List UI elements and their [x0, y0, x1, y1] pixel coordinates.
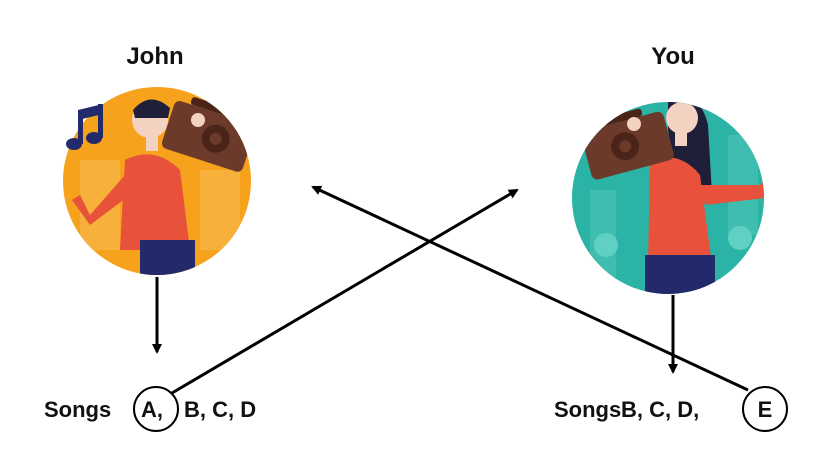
- highlight-circle-a: [133, 386, 179, 432]
- songs-rest-you: B, C, D,: [621, 397, 699, 422]
- songs-rest-john: B, C, D: [184, 397, 256, 422]
- songs-prefix-john: Songs: [44, 397, 111, 422]
- arrow-song-a-to-you: [171, 188, 519, 395]
- songs-you: Songs B, C, D, E: [554, 386, 788, 432]
- avatar-you: [572, 102, 764, 294]
- person-name-john: John: [126, 43, 183, 70]
- songs-john: Songs A, B, C, D: [44, 386, 256, 432]
- songs-prefix-you: Songs: [554, 397, 621, 422]
- music-note-icon: [66, 104, 103, 150]
- person-name-you: You: [651, 43, 695, 70]
- arrow-song-e-to-john: [311, 185, 749, 392]
- song-highlight-john: A,: [141, 397, 163, 422]
- song-highlight-you: E: [758, 397, 773, 422]
- avatar-john: [63, 87, 251, 275]
- highlight-circle-e: [742, 386, 788, 432]
